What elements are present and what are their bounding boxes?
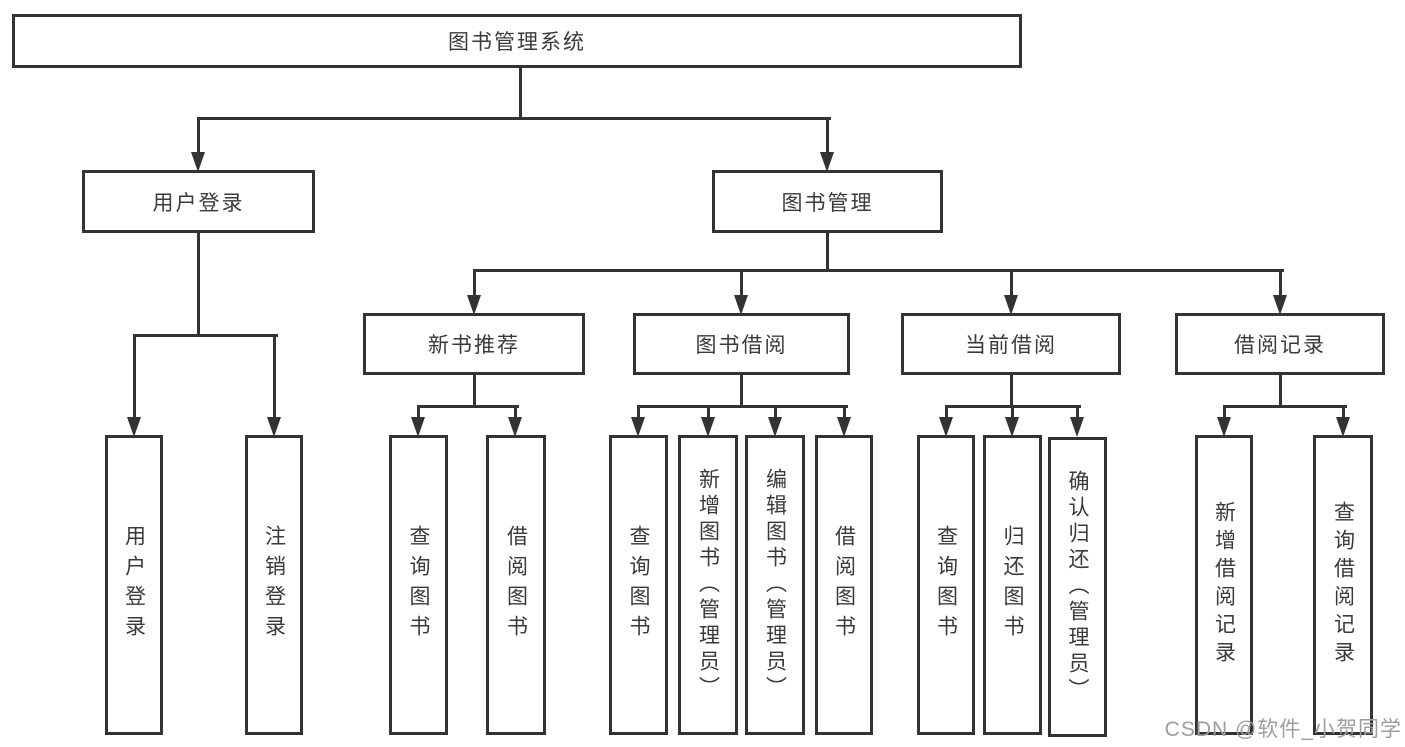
node-borrow-records-label: 借阅记录	[1234, 334, 1326, 357]
connector-line	[519, 68, 522, 120]
node-bb-edit-books-admin: 编辑图书（管理员）	[745, 435, 805, 735]
node-user-login-label: 用户登录	[152, 191, 245, 215]
connector-line	[197, 233, 200, 337]
arrow-down-icon	[939, 417, 953, 437]
csdn-watermark: CSDN @软件_小贺同学	[1164, 718, 1402, 741]
node-bb-query-books: 查询图书	[609, 435, 668, 735]
arrow-down-icon	[411, 417, 425, 437]
connector-line	[1076, 406, 1079, 419]
connector-line	[945, 406, 948, 419]
connector-line	[1342, 406, 1345, 419]
node-logout-label: 注销登录	[262, 525, 286, 645]
node-bb-borrow-books: 借阅图书	[815, 435, 873, 735]
arrow-down-icon	[1005, 417, 1019, 437]
node-cb-query-books: 查询图书	[917, 435, 975, 735]
node-nb-query-books: 查询图书	[389, 435, 448, 735]
connector-line	[473, 270, 476, 297]
connector-line	[417, 406, 420, 419]
arrow-down-icon	[1070, 417, 1084, 437]
arrow-down-icon	[191, 152, 205, 172]
connector-line	[1223, 406, 1226, 419]
node-login: 用户登录	[105, 435, 163, 735]
arrow-down-icon	[467, 295, 481, 315]
connector-line	[637, 405, 848, 408]
node-cb-query-books-label: 查询图书	[934, 525, 958, 645]
connector-line	[740, 375, 743, 408]
arrow-down-icon	[1336, 417, 1350, 437]
node-book-mgmt: 图书管理	[712, 170, 943, 233]
connector-line	[707, 406, 710, 419]
node-book-borrow: 图书借阅	[633, 313, 850, 375]
connector-line	[740, 270, 743, 297]
connector-line	[826, 233, 829, 272]
node-bb-add-books-admin: 新增图书（管理员）	[678, 435, 738, 735]
connector-line	[1279, 375, 1282, 408]
arrow-down-icon	[508, 417, 522, 437]
connector-line	[473, 269, 1284, 272]
node-current-borrow-label: 当前借阅	[965, 334, 1057, 357]
node-cb-confirm-return-admin-label: 确认归还（管理员）	[1066, 470, 1089, 704]
node-br-add-record: 新增借阅记录	[1195, 435, 1253, 735]
node-borrow-records: 借阅记录	[1175, 313, 1385, 375]
arrow-down-icon	[701, 417, 715, 437]
node-nb-query-books-label: 查询图书	[407, 525, 430, 645]
node-new-books: 新书推荐	[363, 313, 585, 375]
arrow-down-icon	[631, 417, 645, 437]
arrow-down-icon	[837, 417, 851, 437]
arrow-down-icon	[1273, 295, 1287, 315]
node-root: 图书管理系统	[12, 14, 1022, 68]
arrow-down-icon	[734, 295, 748, 315]
arrow-down-icon	[127, 417, 141, 437]
node-bb-add-books-admin-label: 新增图书（管理员）	[696, 468, 720, 702]
node-book-mgmt-label: 图书管理	[781, 191, 874, 215]
connector-line	[417, 405, 519, 408]
connector-line	[1010, 375, 1013, 408]
node-br-query-record: 查询借阅记录	[1313, 435, 1373, 735]
node-cb-confirm-return-admin: 确认归还（管理员）	[1048, 437, 1107, 737]
node-cb-return-books-label: 归还图书	[1001, 525, 1024, 645]
connector-line	[826, 118, 829, 154]
node-root-label: 图书管理系统	[448, 31, 586, 54]
connector-line	[197, 118, 200, 154]
connector-line	[1011, 406, 1014, 419]
connector-line	[774, 406, 777, 419]
node-bb-edit-books-admin-label: 编辑图书（管理员）	[763, 468, 787, 702]
connector-line	[197, 117, 831, 120]
node-nb-borrow-books: 借阅图书	[486, 435, 546, 735]
connector-line	[133, 335, 136, 419]
connector-line	[1279, 270, 1282, 297]
connector-line	[473, 375, 476, 408]
node-br-add-record-label: 新增借阅记录	[1212, 501, 1236, 669]
node-new-books-label: 新书推荐	[428, 334, 520, 357]
connector-line	[514, 406, 517, 419]
node-bb-query-books-label: 查询图书	[627, 525, 650, 645]
connector-line	[843, 406, 846, 419]
node-bb-borrow-books-label: 借阅图书	[832, 525, 856, 645]
arrow-down-icon	[820, 152, 834, 172]
node-user-login: 用户登录	[82, 170, 315, 233]
connector-line	[273, 335, 276, 419]
arrow-down-icon	[267, 417, 281, 437]
arrow-down-icon	[1004, 295, 1018, 315]
connector-line	[1223, 405, 1347, 408]
node-login-label: 用户登录	[122, 525, 146, 645]
connector-line	[133, 334, 278, 337]
node-logout: 注销登录	[245, 435, 303, 735]
connector-line	[637, 406, 640, 419]
node-cb-return-books: 归还图书	[983, 435, 1042, 735]
node-nb-borrow-books-label: 借阅图书	[504, 525, 528, 645]
connector-line	[1010, 270, 1013, 297]
arrow-down-icon	[1217, 417, 1231, 437]
arrow-down-icon	[768, 417, 782, 437]
node-book-borrow-label: 图书借阅	[695, 334, 788, 357]
node-br-query-record-label: 查询借阅记录	[1331, 501, 1355, 669]
node-current-borrow: 当前借阅	[901, 313, 1121, 375]
